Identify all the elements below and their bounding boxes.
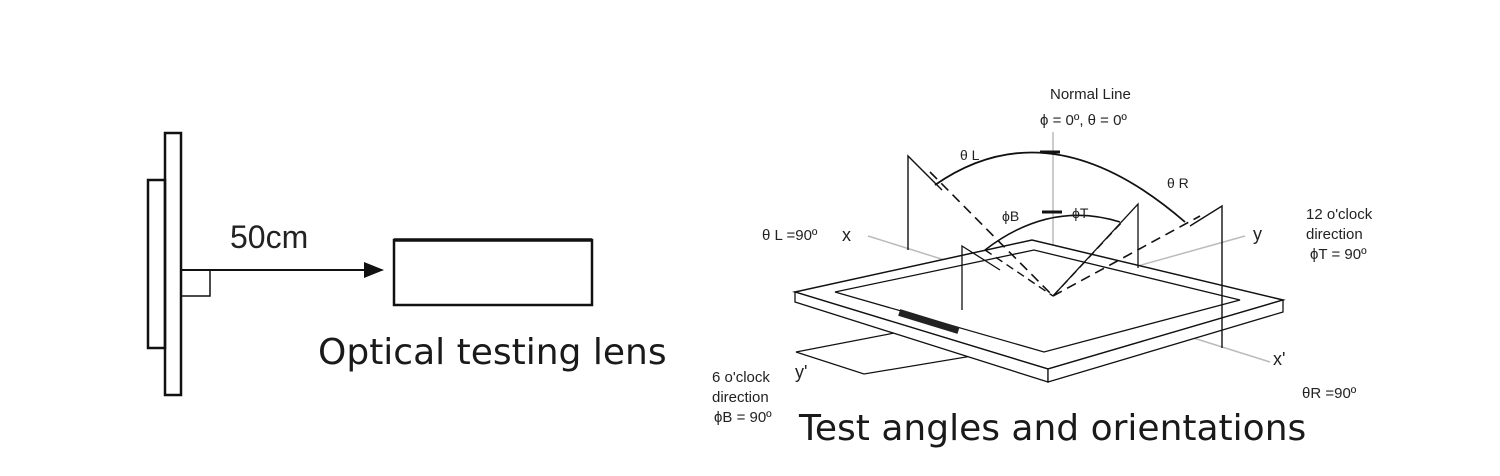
axis-y-prime-label: y'	[795, 362, 807, 382]
left-caption: Optical testing lens	[318, 332, 667, 373]
optical-setup-diagram: 50cm Optical testing lens	[146, 131, 667, 397]
phi-t-label: ϕT	[1072, 205, 1089, 221]
six-oclock-line2: direction	[712, 389, 769, 406]
twelve-oclock-line3: ϕT = 90º	[1310, 246, 1367, 263]
twelve-oclock-line2: direction	[1306, 226, 1363, 243]
six-oclock-line3: ϕB = 90º	[714, 409, 772, 426]
display-panel-back	[146, 178, 167, 350]
ray-phi-top	[1052, 221, 1123, 297]
right-caption: Test angles and orientations	[798, 408, 1306, 449]
normal-line-label: Normal Line	[1050, 86, 1131, 103]
ray-theta-right	[1052, 215, 1201, 297]
phi-arc	[984, 214, 1121, 251]
ray-phi-bottom	[984, 249, 1054, 297]
theta-l-arc-label: θ L	[960, 147, 980, 163]
axis-y-label: y	[1253, 224, 1262, 244]
theta-r-arc-label: θ R	[1167, 175, 1189, 191]
ray-theta-left	[929, 171, 1054, 297]
connector-strip	[898, 309, 960, 334]
theta-arc	[934, 151, 1186, 223]
right-plane	[1189, 204, 1223, 348]
back-left-plane	[961, 244, 1001, 310]
panel-side-right	[1047, 299, 1284, 383]
axis-x-prime-label: x'	[1273, 349, 1285, 369]
axis-x-label: x	[842, 225, 851, 245]
panel-frame-inner	[834, 249, 1241, 353]
left-plane	[907, 154, 943, 250]
theta-right-90-label: θR =90º	[1302, 385, 1357, 402]
theta-left-90-label: θ L =90º	[762, 227, 818, 244]
six-oclock-line1: 6 o'clock	[712, 369, 770, 386]
phi-b-label: ϕB	[1002, 208, 1019, 224]
twelve-oclock-line1: 12 o'clock	[1306, 206, 1373, 223]
normal-angles-label: ϕ = 0º, θ = 0º	[1040, 112, 1127, 129]
optical-lens-box	[392, 238, 594, 307]
distance-label: 50cm	[230, 219, 308, 255]
test-angles-diagram: Normal Line ϕ = 0º, θ = 0º θ L θ R ϕB ϕT…	[712, 86, 1373, 449]
right-angle-marker	[180, 269, 211, 297]
display-panel-front	[163, 131, 183, 397]
